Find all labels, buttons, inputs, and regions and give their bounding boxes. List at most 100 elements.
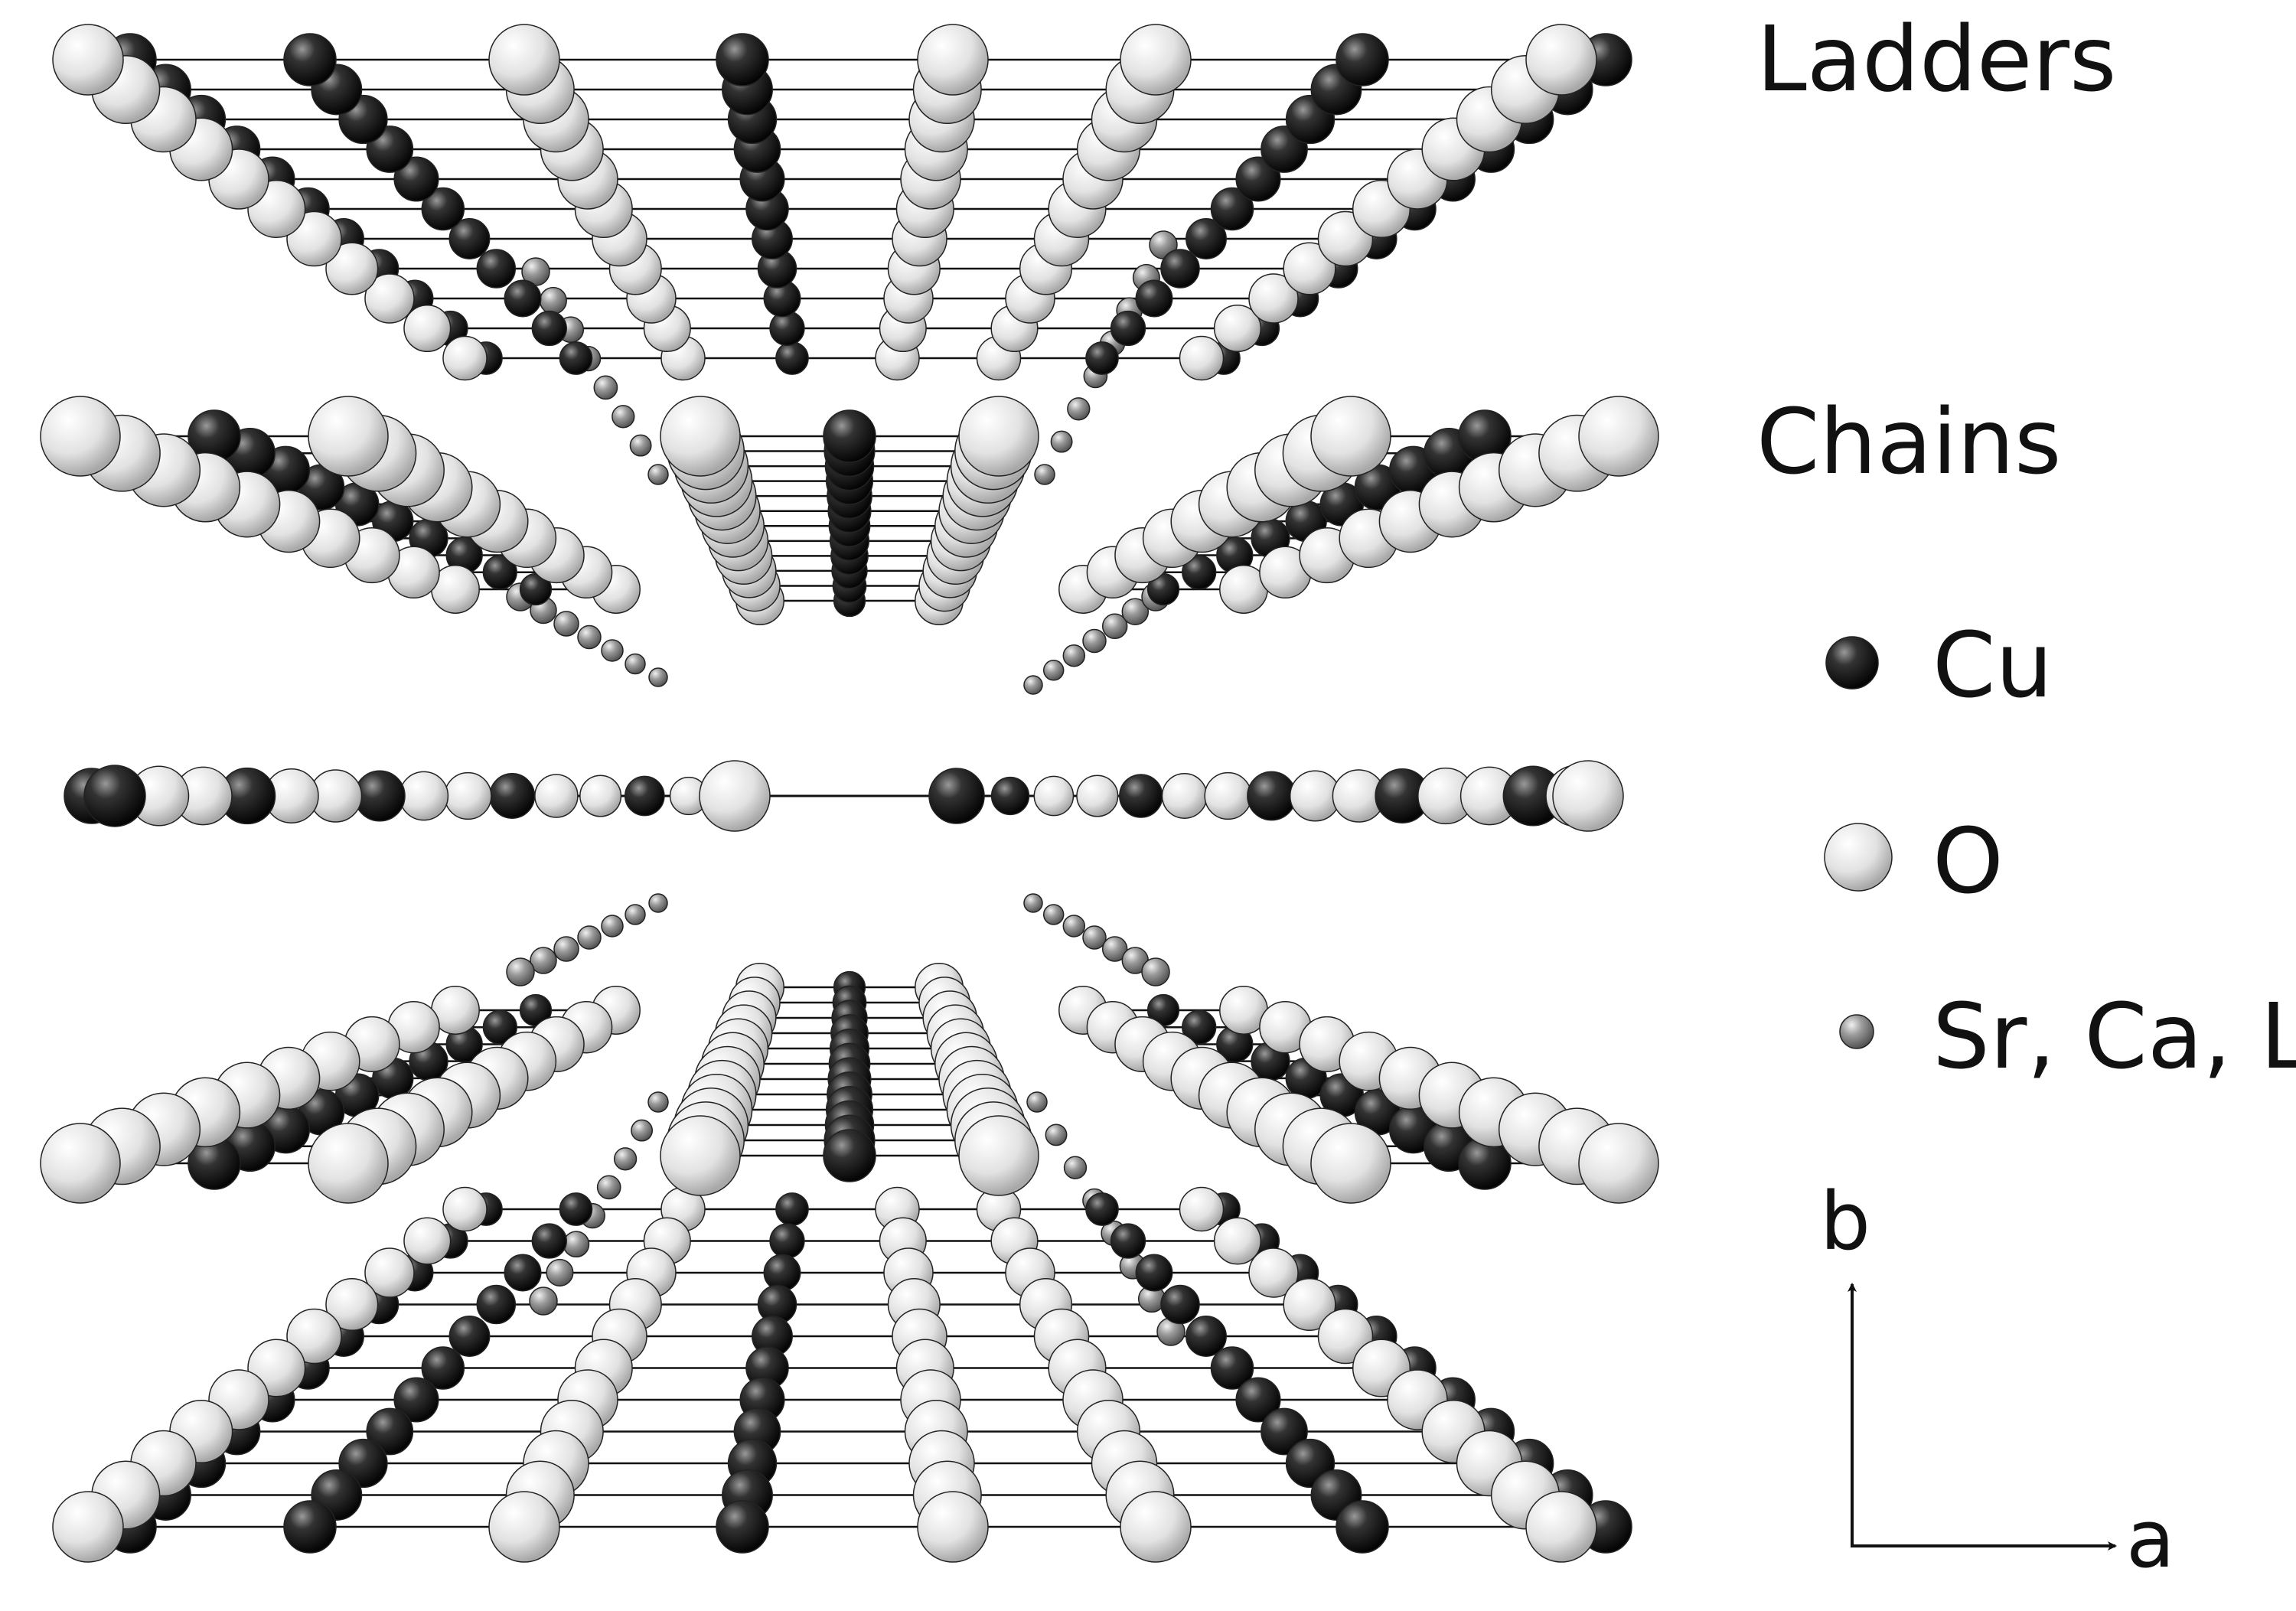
cu-atom [1210, 1346, 1254, 1390]
cu-atom [1247, 771, 1296, 821]
cu-atom [559, 1192, 593, 1226]
sr-ca-la-atom [1067, 397, 1091, 421]
sr-ca-la-atom [529, 1287, 558, 1316]
sr-ca-la-atom [1101, 936, 1128, 962]
sr-ca-la-atom [648, 667, 668, 687]
cu-atom [531, 310, 567, 347]
legend-sr-ca-la-icon [1839, 1014, 1874, 1049]
cu-atom [1336, 1500, 1389, 1554]
ladders-label: Ladders [1756, 6, 2117, 112]
sr-ca-la-atom [577, 625, 602, 650]
cu-atom [448, 1316, 491, 1357]
o-atom [286, 1308, 342, 1365]
cu-atom [476, 249, 517, 289]
o-atom [1248, 1247, 1299, 1298]
cu-atom [1186, 1316, 1227, 1357]
o-atom [52, 24, 124, 96]
cu-atom [1110, 310, 1146, 347]
o-atom [40, 396, 121, 477]
o-atom [917, 24, 989, 96]
sr-ca-la-atom [647, 1091, 669, 1113]
o-atom [325, 1277, 379, 1332]
cu-atom [823, 1129, 876, 1182]
cu-atom [1261, 1407, 1308, 1456]
o-atom [1179, 1186, 1225, 1232]
o-atom [1120, 24, 1192, 96]
cu-atom [1186, 218, 1227, 259]
o-atom [1213, 304, 1262, 353]
sr-ca-la-atom [530, 947, 557, 974]
o-atom [1310, 1123, 1391, 1204]
sr-ca-la-atom [1042, 660, 1065, 681]
cu-atom [1135, 279, 1173, 318]
o-atom [660, 1115, 741, 1196]
sr-ca-la-atom [1082, 925, 1107, 950]
legend-cu-icon [1825, 636, 1879, 690]
sr-ca-la-atom [1023, 893, 1043, 913]
o-atom [488, 1491, 560, 1563]
sr-ca-la-atom [1034, 464, 1055, 485]
sr-ca-la-atom [629, 434, 652, 457]
sr-ca-la-atom [596, 1175, 621, 1200]
sr-ca-la-atom [1026, 1091, 1048, 1113]
o-atom [958, 396, 1039, 477]
sr-ca-la-atom [553, 611, 579, 637]
o-atom [1248, 273, 1299, 324]
cu-atom [1085, 1192, 1119, 1226]
sr-ca-la-atom [601, 639, 624, 662]
o-atom [1578, 1123, 1659, 1204]
sr-ca-la-atom [506, 957, 535, 986]
o-atom [399, 771, 449, 821]
o-atom [403, 1217, 452, 1265]
cu-atom [504, 1254, 542, 1292]
cu-atom [1085, 341, 1119, 375]
cu-atom [1235, 156, 1281, 202]
o-atom [308, 1123, 389, 1204]
o-atom [1213, 1217, 1262, 1265]
sr-ca-la-atom [1045, 1123, 1068, 1146]
o-atom [1283, 1277, 1336, 1332]
o-atom [1552, 760, 1624, 832]
o-atom [699, 760, 771, 832]
cu-atom [1110, 1223, 1146, 1259]
sr-ca-la-atom [631, 1119, 654, 1142]
cu-atom [1182, 555, 1217, 590]
o-atom [1076, 775, 1119, 817]
o-atom [1310, 396, 1391, 477]
o-atom [364, 1247, 415, 1298]
cu-atom [448, 218, 491, 259]
sr-ca-la-atom [1141, 957, 1170, 986]
o-atom [52, 1491, 124, 1563]
o-atom [1204, 771, 1252, 820]
cu-atom [716, 1500, 769, 1554]
cu-atom [1135, 1254, 1173, 1292]
cu-atom [482, 1009, 517, 1045]
o-atom [534, 774, 579, 818]
legend-label-o: O [1932, 808, 2004, 914]
sr-ca-la-atom [1082, 628, 1107, 654]
sr-ca-la-atom [539, 286, 567, 315]
o-atom [442, 335, 488, 381]
sr-ca-la-atom [1042, 904, 1065, 925]
o-atom [403, 304, 452, 353]
sr-ca-la-atom [625, 904, 646, 925]
a-axis-label: a [2126, 1492, 2175, 1586]
sr-ca-la-atom [1121, 598, 1150, 625]
o-atom [917, 1491, 989, 1563]
cu-atom [1160, 249, 1200, 289]
legend-label-cu: Cu [1932, 612, 2053, 718]
sr-ca-la-atom [546, 1258, 574, 1287]
cu-atom [775, 341, 809, 375]
legend-label-sr-ca-la: Sr, Ca, La [1932, 983, 2296, 1089]
cu-atom [823, 409, 876, 463]
cu-atom [83, 765, 146, 827]
cu-atom [990, 776, 1030, 816]
sr-ca-la-atom [1063, 1156, 1088, 1179]
cu-atom [716, 33, 769, 86]
cu-atom [283, 33, 337, 86]
o-atom [308, 396, 389, 477]
cu-atom [1160, 1284, 1200, 1325]
o-atom [1525, 1491, 1597, 1563]
cu-atom [775, 1192, 809, 1226]
